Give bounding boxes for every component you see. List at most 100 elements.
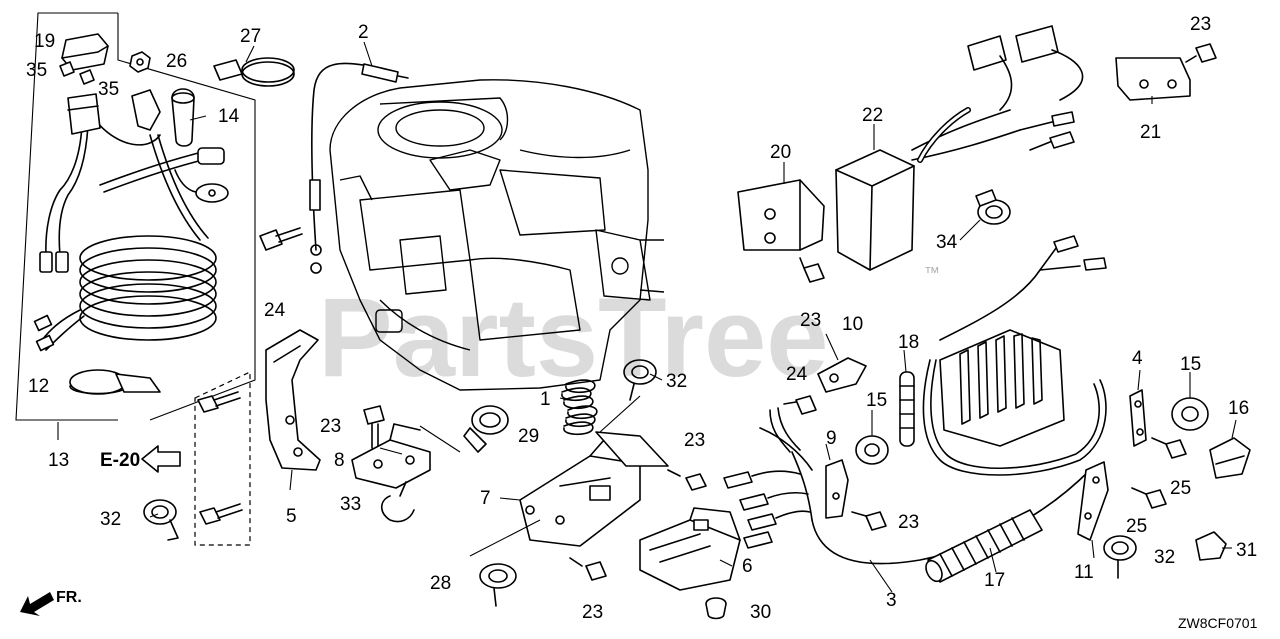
- callout-16: 16: [1228, 398, 1249, 419]
- front-direction-label: FR.: [56, 589, 82, 606]
- coil-mount-plate: [737, 179, 825, 251]
- front-direction-arrow: [20, 592, 54, 616]
- callout-35-a: 35: [26, 60, 47, 81]
- bolt-center-left: [363, 405, 385, 449]
- callout-32-right: 32: [1154, 547, 1175, 568]
- callout-1: 1: [540, 389, 551, 410]
- callout-32-left: 32: [100, 509, 121, 530]
- corrugated-tube: [925, 509, 1043, 583]
- callout-23-bolt: 23: [320, 416, 341, 437]
- callout-23-center: 23: [684, 430, 705, 451]
- cable-clip: [380, 481, 415, 523]
- callout-12: 12: [28, 376, 49, 397]
- wire-clip-right: [975, 189, 1011, 225]
- callout-14: 14: [218, 106, 240, 127]
- hose-clip-center: [623, 359, 657, 401]
- callout-19: 19: [34, 31, 55, 52]
- sub-harness: [723, 407, 813, 549]
- diagram-code: ZW8CF0701: [1178, 615, 1258, 631]
- callout-22: 22: [862, 105, 883, 126]
- bolt-below-plate: [799, 257, 825, 283]
- callout-9: 9: [826, 428, 837, 449]
- harness-leads: [39, 119, 229, 273]
- callout-35-b: 35: [98, 79, 119, 100]
- callout-4: 4: [1132, 348, 1143, 369]
- hose-clip-right: [1103, 535, 1137, 579]
- lower-bracket: [1077, 461, 1109, 541]
- callout-21: 21: [1140, 122, 1161, 143]
- callout-18: 18: [898, 332, 919, 353]
- grommet-right: [1171, 397, 1209, 431]
- regulator-rectifier: [939, 329, 1065, 447]
- callout-25-b: 25: [1126, 516, 1147, 537]
- bolt-group-box: [194, 371, 251, 546]
- throttle-cable: [309, 62, 409, 274]
- rubber-grommet: [705, 597, 727, 620]
- harness-group-box: [15, 12, 256, 440]
- callout-27: 27: [240, 26, 261, 47]
- callout-26: 26: [166, 51, 187, 72]
- callout-24-a: 24: [264, 300, 286, 321]
- fuse-box: [639, 507, 741, 591]
- callout-24-b: 24: [786, 364, 808, 385]
- spark-boot-cap: [171, 88, 195, 147]
- stay-bracket-left: [265, 329, 321, 471]
- callout-13: 13: [48, 450, 69, 471]
- leader-lines: [149, 41, 1237, 593]
- callout-numbers: 19 35 35 26 27 2 14 24 12 13 23 21 22 20…: [26, 14, 1257, 623]
- hex-nut: [129, 51, 151, 73]
- small-terminal-clips: [59, 61, 95, 85]
- bolt-25-lower: [1131, 487, 1167, 509]
- callout-23-right: 23: [898, 512, 919, 533]
- wire-harness-coil: [33, 235, 217, 352]
- mount-bracket: [351, 423, 461, 489]
- callout-8: 8: [334, 450, 345, 471]
- callout-17: 17: [984, 570, 1005, 591]
- ignition-coil: [835, 109, 1021, 271]
- wire-clamp: [463, 405, 509, 453]
- terminal-bracket: [825, 459, 849, 519]
- callout-31: 31: [1236, 540, 1257, 561]
- bolt-right-center: [851, 511, 887, 531]
- callout-15-b: 15: [1180, 354, 1201, 375]
- band-clamp-lower: [69, 369, 161, 395]
- callout-33: 33: [340, 494, 361, 515]
- callout-23-mid: 23: [800, 310, 821, 331]
- hose-clip-left: [143, 499, 179, 541]
- connector-cap: [61, 33, 109, 71]
- callout-23-bottom: 23: [582, 602, 603, 623]
- callout-7: 7: [480, 488, 491, 509]
- callout-32-center: 32: [666, 371, 687, 392]
- callout-30: 30: [750, 602, 771, 623]
- callout-3: 3: [886, 590, 897, 611]
- reference-label: E-20: [100, 450, 140, 471]
- callout-15-a: 15: [866, 390, 887, 411]
- band-clamp-upper: [213, 57, 295, 87]
- vertical-bracket: [1129, 389, 1147, 447]
- flange-bolt-left: [259, 227, 303, 251]
- callout-29: 29: [518, 426, 539, 447]
- flange-bolt-center: [783, 395, 817, 415]
- watermark: PartsTree: [318, 275, 829, 400]
- callout-23-top: 23: [1190, 14, 1211, 35]
- small-bracket: [817, 357, 867, 393]
- callout-11: 11: [1074, 562, 1094, 583]
- main-connector: [67, 89, 161, 135]
- callout-10: 10: [842, 314, 863, 335]
- watermark-trademark: ™: [924, 265, 940, 282]
- control-unit-assembly: [519, 395, 669, 547]
- hose-clip-bottom: [469, 519, 541, 607]
- coil-bracket: [1115, 57, 1191, 101]
- callout-25-a: 25: [1170, 478, 1191, 499]
- callout-5: 5: [286, 506, 297, 527]
- bolt-top-right: [1185, 43, 1217, 63]
- callout-20: 20: [770, 142, 791, 163]
- bolt-25-upper: [1151, 437, 1187, 459]
- bolt-middle: [667, 469, 707, 491]
- spark-plug-caps: [917, 25, 1084, 163]
- main-wire-harness: [811, 235, 1107, 565]
- callout-28: 28: [430, 573, 451, 594]
- callout-34: 34: [936, 232, 958, 253]
